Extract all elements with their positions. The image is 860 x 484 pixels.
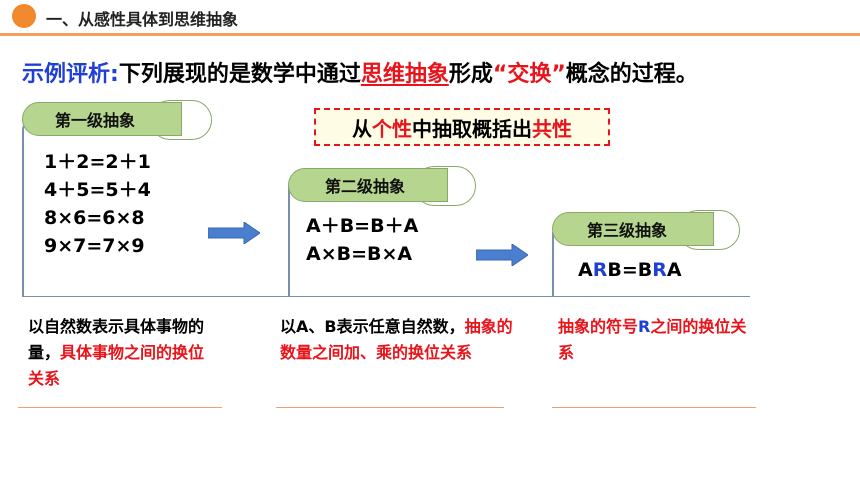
formula: 9×7=7×9 (44, 235, 145, 257)
heading-part1: 下列展现的是数学中通过 (118, 62, 361, 87)
heading-part3: 概念的过程。 (565, 62, 698, 87)
callout-emphasis-1: 个性 (372, 116, 412, 141)
description-2: 以A、B表示任意自然数，抽象的数量之间加、乘的换位关系 (280, 314, 526, 366)
callout-text-2: 中抽取概括出 (412, 116, 532, 141)
divider-line (552, 407, 756, 408)
divider-line (276, 407, 504, 408)
header-divider (0, 33, 860, 36)
description-emphasis: 具体事物之间的换位关系 (28, 343, 205, 388)
description-text: 以A、B表示任意自然数， (280, 317, 465, 336)
level2-tab-label: 第二级抽象 (325, 177, 406, 196)
level1-formulas: 1＋2=2＋1 4＋5=5＋4 8×6=6×8 9×7=7×9 (44, 148, 151, 260)
level1-tab: 第一级抽象 (22, 102, 182, 136)
formula-part: A (578, 259, 593, 281)
formula: A＋B=B＋A (306, 215, 419, 237)
description-emphasis: 抽象的数量之间加、乘的换位关系 (280, 317, 513, 362)
level1-frame (22, 120, 750, 297)
level3-formula: ARB=BRA (578, 256, 682, 284)
level2-frame (288, 186, 750, 296)
description-1: 以自然数表示具体事物的量，具体事物之间的换位关系 (28, 314, 218, 392)
formula-part: A (666, 259, 682, 281)
right-arrow-icon (208, 222, 260, 244)
formula-symbol-r: R (592, 259, 608, 281)
formula: 4＋5=5＋4 (44, 179, 151, 201)
formula-part: B=B (607, 259, 653, 281)
level3-tab: 第三级抽象 (552, 212, 714, 246)
divider-line (18, 407, 222, 408)
description-3: 抽象的符号R之间的换位关系 (558, 314, 754, 366)
formula: 8×6=6×8 (44, 207, 145, 229)
level2-formulas: A＋B=B＋A A×B=B×A (306, 212, 418, 268)
level1-tab-label: 第一级抽象 (55, 111, 136, 130)
description-symbol: R (638, 317, 651, 336)
heading-part2: 形成 (448, 62, 493, 87)
section-title: 一、从感性具体到思维抽象 (46, 10, 239, 29)
level2-tab: 第二级抽象 (288, 168, 448, 202)
formula: A×B=B×A (306, 243, 413, 265)
heading-highlight2: “交换” (492, 62, 566, 87)
formula: 1＋2=2＋1 (44, 151, 151, 173)
description-text: 以自然数表示具体事物的量， (28, 317, 205, 362)
header-bullet-icon (12, 4, 36, 28)
level3-frame (552, 232, 750, 296)
right-arrow-icon (476, 244, 528, 266)
callout-box: 从个性中抽取概括出共性 (314, 108, 610, 146)
level3-tab-label: 第三级抽象 (587, 221, 668, 240)
description-emphasis: 之间的换位关系 (558, 317, 747, 362)
description-emphasis: 抽象的符号 (558, 317, 639, 336)
heading-lead: 示例评析: (22, 62, 119, 87)
callout-emphasis-2: 共性 (532, 116, 572, 141)
callout-text-1: 从 (352, 116, 372, 141)
heading-highlight1: 思维抽象 (360, 62, 449, 87)
page-heading: 示例评析:下列展现的是数学中通过思维抽象形成“交换”概念的过程。 (22, 56, 698, 88)
formula-symbol-r: R (652, 259, 667, 281)
